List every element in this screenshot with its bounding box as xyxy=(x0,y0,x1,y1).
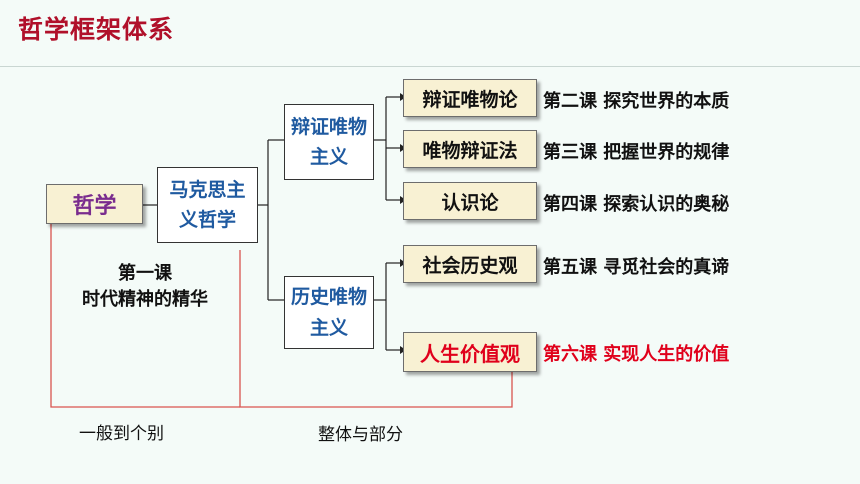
course-4: 第四课 探索认识的奥秘 xyxy=(543,194,730,215)
node-leaf2: 唯物辩证法 xyxy=(403,130,537,168)
node-philosophy: 哲学 xyxy=(46,184,143,224)
node-leaf1-label: 辩证唯物论 xyxy=(422,88,518,111)
node-historical-label: 历史唯物主义 xyxy=(290,286,367,339)
lesson1-line1: 第一课 xyxy=(118,263,172,284)
course-2: 第二课 探究世界的本质 xyxy=(543,91,730,112)
node-leaf4: 社会历史观 xyxy=(403,245,537,283)
page-title: 哲学框架体系 xyxy=(18,15,175,44)
node-philosophy-label: 哲学 xyxy=(72,194,117,219)
bracket-whole-part xyxy=(239,250,513,408)
lesson1-line2: 时代精神的精华 xyxy=(82,289,208,311)
node-leaf3: 认识论 xyxy=(403,182,537,220)
node-marxism: 马克思主义哲学 xyxy=(157,167,258,243)
title-divider xyxy=(0,66,860,67)
relation-general-individual: 一般到个别 xyxy=(79,424,164,444)
node-leaf1: 辩证唯物论 xyxy=(403,79,537,117)
node-marxism-label: 马克思主义哲学 xyxy=(169,178,246,231)
node-dialectical-label: 辩证唯物主义 xyxy=(290,115,367,168)
course-6: 第六课 实现人生的价值 xyxy=(543,344,730,365)
node-leaf5: 人生价值观 xyxy=(403,332,537,372)
node-dialectical: 辩证唯物主义 xyxy=(284,104,374,180)
course-3: 第三课 把握世界的规律 xyxy=(543,142,730,163)
node-leaf4-label: 社会历史观 xyxy=(422,254,518,277)
lesson1-label: 第一课 时代精神的精华 xyxy=(55,261,235,313)
node-leaf5-label: 人生价值观 xyxy=(420,341,520,366)
node-historical: 历史唯物主义 xyxy=(284,276,374,349)
relation-whole-part: 整体与部分 xyxy=(318,425,403,445)
node-leaf2-label: 唯物辩证法 xyxy=(422,139,518,162)
course-5: 第五课 寻觅社会的真谛 xyxy=(543,257,730,278)
bracket-general-individual xyxy=(50,222,240,408)
node-leaf3-label: 认识论 xyxy=(441,191,499,214)
